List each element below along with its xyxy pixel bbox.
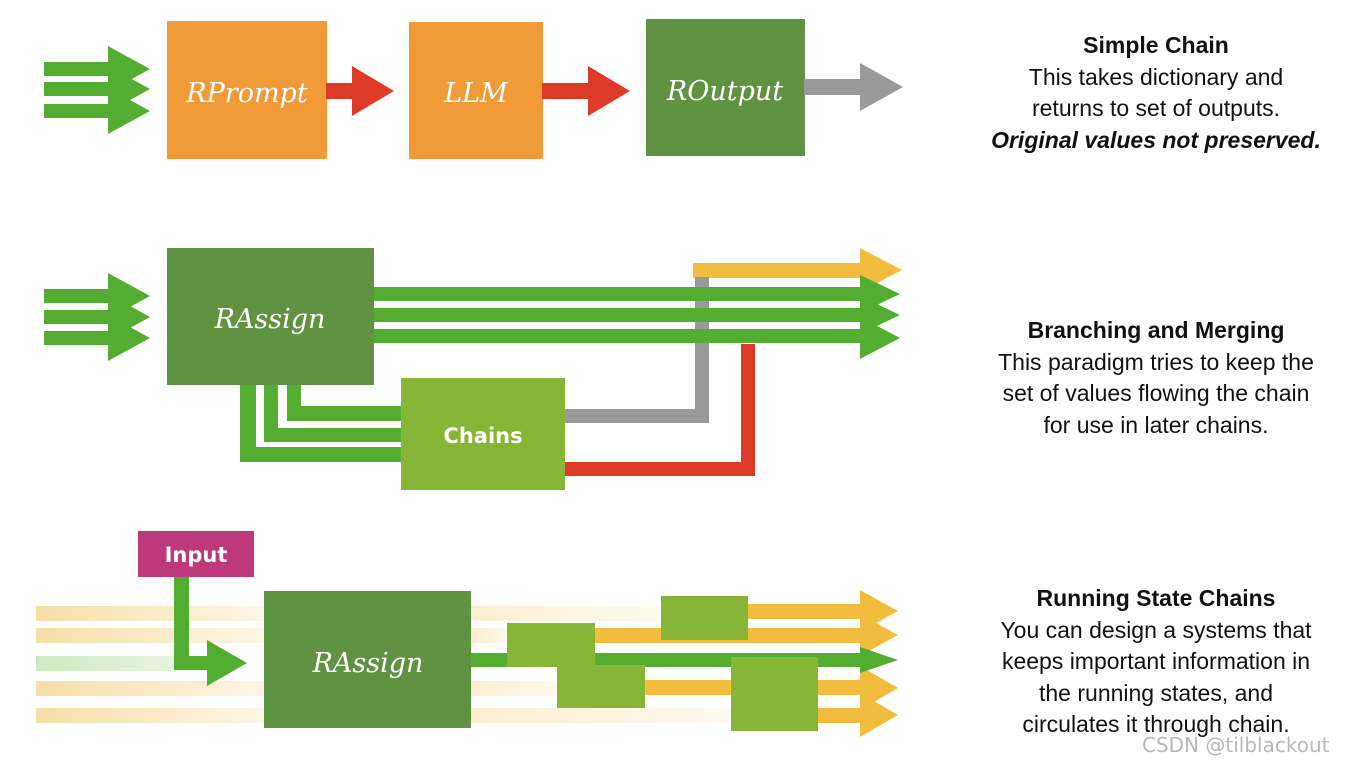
gray-output-arrow	[804, 63, 903, 111]
red-arrow-1	[326, 66, 394, 116]
rassign-box	[167, 248, 374, 385]
input-arrows	[44, 46, 150, 134]
input-arrows	[44, 273, 150, 361]
description-line: This takes dictionary and	[1028, 63, 1284, 90]
description-emphasis: Original values not preserved.	[991, 126, 1321, 153]
branching-description: Branching and Merging This paradigm trie…	[970, 315, 1342, 441]
description-line: for use in later chains.	[1043, 411, 1269, 438]
rassign-label: RAssign	[312, 648, 424, 679]
rprompt-box	[167, 21, 327, 159]
state-bands	[36, 606, 732, 723]
chains-label: Chains	[443, 424, 522, 448]
description-line: the running states, and	[1039, 679, 1273, 706]
watermark: CSDN @tilblackout	[1142, 733, 1330, 757]
input-label: Input	[165, 543, 228, 567]
section-title: Branching and Merging	[1027, 317, 1285, 343]
description-line: circulates it through chain.	[1022, 711, 1290, 737]
state-chain-box	[661, 596, 748, 640]
state-chain-box	[731, 657, 818, 731]
rprompt-label: RPrompt	[185, 78, 308, 109]
rassign-box	[264, 591, 471, 728]
running-state-description: Running State Chains You can design a sy…	[970, 583, 1342, 741]
routput-box	[646, 19, 805, 156]
red-arrow-2	[542, 66, 630, 116]
description-line: returns to set of outputs.	[1031, 95, 1281, 121]
description-line: This paradigm tries to keep the	[998, 348, 1314, 375]
simple-chain-description: Simple Chain This takes dictionary and r…	[970, 30, 1342, 156]
state-chain-box	[507, 623, 595, 667]
simple-chain-diagram: RPrompt LLM ROutput	[44, 19, 903, 159]
rassign-label: RAssign	[214, 304, 326, 335]
green-output-arrows	[372, 275, 900, 359]
description-line: You can design a systems that	[1000, 616, 1312, 643]
chains-box	[401, 378, 565, 490]
branch-lines	[240, 384, 402, 462]
routput-label: ROutput	[666, 76, 783, 107]
section-title: Simple Chain	[1083, 32, 1229, 58]
red-merge-line	[563, 344, 755, 476]
section-title: Running State Chains	[1036, 585, 1276, 611]
description-line: keeps important information in	[1001, 648, 1311, 674]
input-arrow	[174, 575, 247, 686]
description-line: set of values flowing the chain	[1002, 380, 1310, 406]
branching-diagram: RAssign Chains	[44, 248, 902, 490]
state-chain-box	[557, 665, 645, 708]
llm-label: LLM	[443, 78, 509, 109]
llm-box	[409, 22, 543, 159]
input-box	[138, 531, 254, 577]
running-state-diagram: RAssign Input	[36, 531, 898, 737]
